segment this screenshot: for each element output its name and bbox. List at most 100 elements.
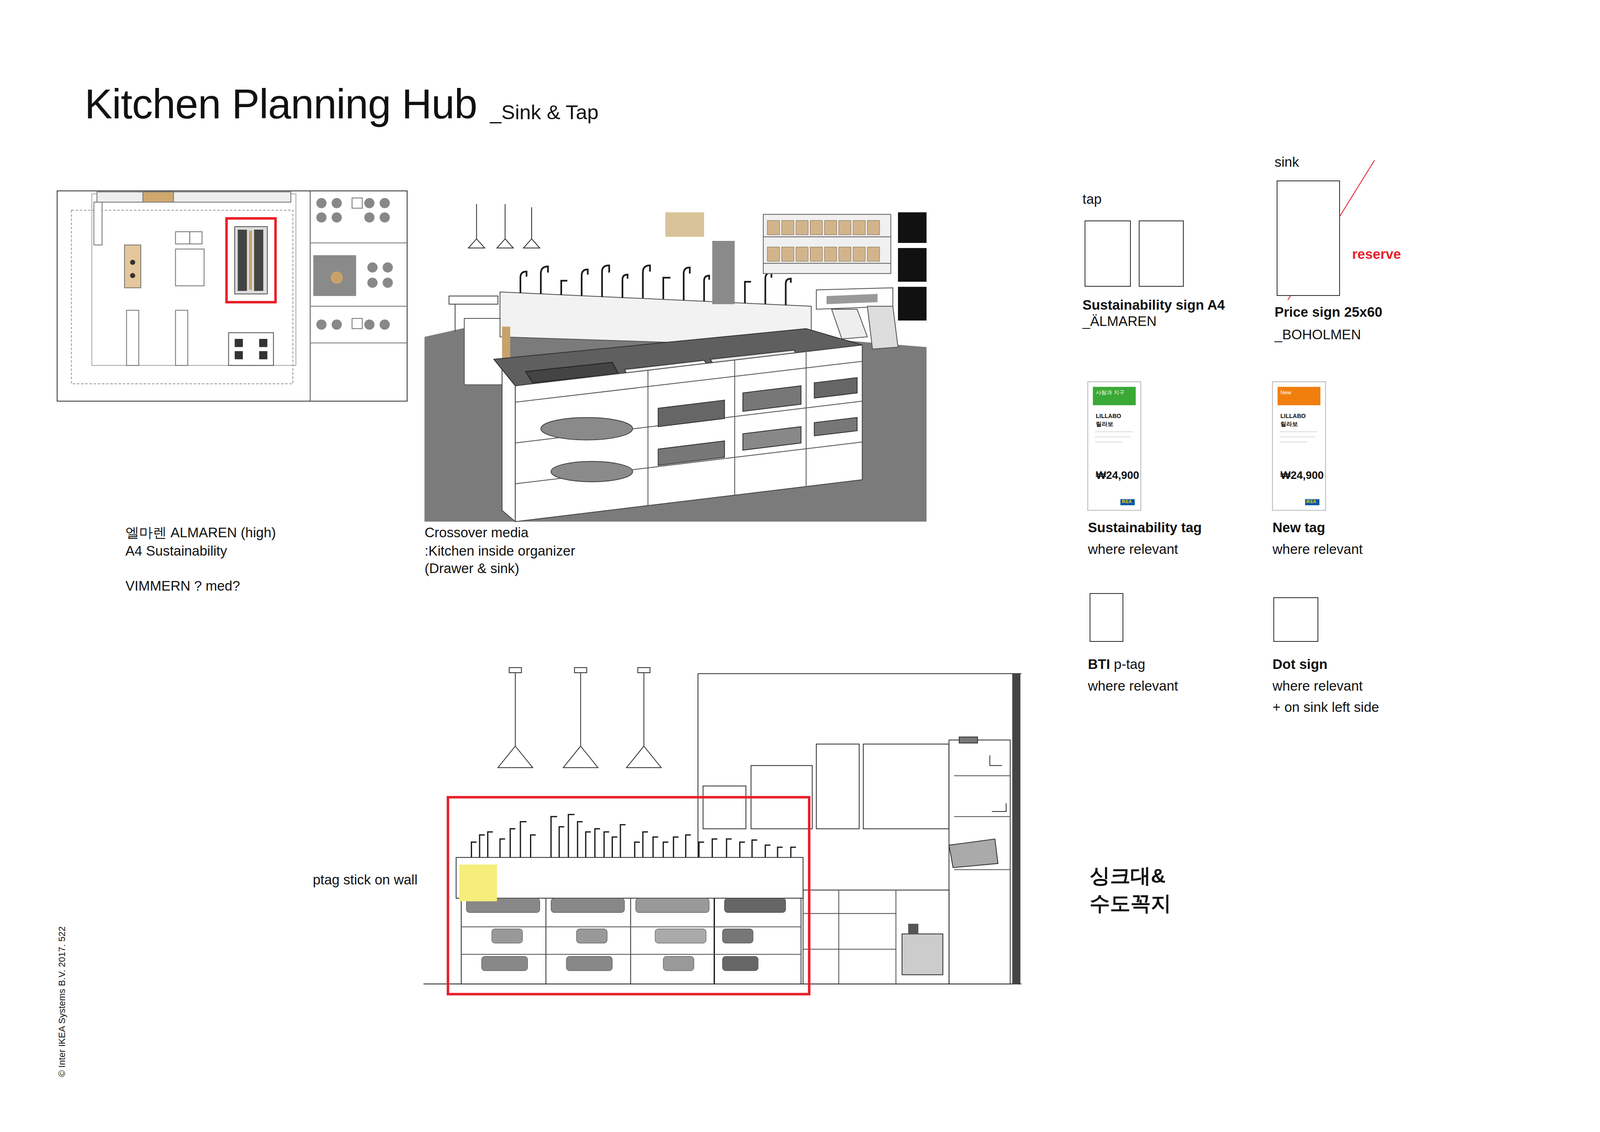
elevation-drawing xyxy=(620,824,626,858)
page-subtitle: _Sink & Tap xyxy=(490,102,599,123)
showroom-render xyxy=(824,247,837,262)
showroom-render xyxy=(468,238,485,248)
floor-plan xyxy=(367,277,378,288)
floor-plan xyxy=(331,212,342,223)
note-text: Crossover media xyxy=(424,524,529,541)
floor-plan xyxy=(316,212,327,223)
showroom-render xyxy=(647,370,649,505)
elevation-drawing xyxy=(461,897,802,984)
price-tag-picture xyxy=(1279,441,1308,443)
elevation-drawing xyxy=(637,667,650,673)
elevation-drawing xyxy=(990,755,1003,765)
elevation-drawing xyxy=(466,897,786,971)
caption-part: p-tag xyxy=(1110,656,1145,672)
showroom-render xyxy=(767,220,780,235)
showroom-render xyxy=(795,247,808,262)
note-text: (Drawer & sink) xyxy=(424,560,520,577)
elevation-drawing xyxy=(959,736,978,743)
showroom-render xyxy=(550,461,633,482)
showroom-render xyxy=(763,262,891,264)
elevation-drawing xyxy=(500,838,505,858)
showroom-render xyxy=(658,440,725,466)
elevation-drawing xyxy=(545,897,547,984)
elevation-drawing xyxy=(726,838,732,858)
showroom-render xyxy=(497,238,514,248)
floor-plan xyxy=(228,332,274,365)
tag-header-text: 사람과 지구 xyxy=(1095,389,1125,396)
tag-product-name: 릴라보 xyxy=(1095,420,1114,428)
tag-product-name: LILLABO xyxy=(1095,412,1122,420)
elevation-drawing xyxy=(510,828,516,858)
note-text: :Kitchen inside organizer xyxy=(424,542,575,560)
note-text: VIMMERN ? med? xyxy=(125,577,240,595)
slot-heading: sink xyxy=(1274,153,1300,171)
elevation-drawing xyxy=(576,928,608,943)
showroom-render xyxy=(742,385,802,412)
floor-plan xyxy=(226,218,276,303)
elevation-drawing xyxy=(626,745,662,768)
showroom-render xyxy=(838,220,851,235)
showroom-render xyxy=(897,247,927,282)
elevation-drawing xyxy=(642,831,648,858)
elevation-drawing xyxy=(1012,673,1021,984)
elevation-drawing xyxy=(802,890,949,984)
floor-plan xyxy=(331,197,342,208)
floor-plan xyxy=(382,277,393,288)
tag-header-text: New xyxy=(1280,389,1292,396)
showroom-render xyxy=(742,426,802,450)
elevation-drawing xyxy=(722,928,753,943)
floor-plan xyxy=(316,197,327,208)
elevation-drawing xyxy=(954,775,1011,776)
showroom-render xyxy=(767,220,880,262)
showroom-render xyxy=(581,269,588,297)
elevation-drawing xyxy=(461,953,802,955)
tag-price: ₩24,900 xyxy=(1280,468,1324,482)
elevation-drawing xyxy=(491,928,523,943)
showroom-render xyxy=(763,214,891,274)
showroom-render xyxy=(424,318,927,522)
showroom-render xyxy=(897,286,927,321)
sign-caption: New tag xyxy=(1272,519,1326,536)
sign-caption: Sustainability sign A4 xyxy=(1082,296,1225,314)
price-tag-picture xyxy=(1120,499,1135,506)
elevation-drawing xyxy=(471,814,796,858)
elevation-drawing xyxy=(954,815,1011,817)
section-label: 싱크대& 수도꼭지 xyxy=(1089,861,1180,917)
price-tag-picture xyxy=(1277,386,1321,405)
showroom-render xyxy=(852,247,865,262)
sign-caption: where relevant xyxy=(1087,540,1178,558)
showroom-render xyxy=(810,220,823,235)
showroom-render xyxy=(424,186,927,522)
showroom-render xyxy=(454,304,456,332)
elevation-drawing xyxy=(456,857,804,898)
elevation-drawing xyxy=(481,956,528,971)
showroom-render xyxy=(824,220,837,235)
showroom-render xyxy=(520,265,791,306)
sign-outline xyxy=(1138,220,1184,287)
sign-slot: BTI p-tagwhere relevant xyxy=(1087,592,1179,695)
elevation-drawing xyxy=(908,923,919,934)
floor-plan xyxy=(367,262,378,273)
sign-caption: _BOHOLMEN xyxy=(1274,326,1361,343)
ikea-logo: IKEA xyxy=(1121,498,1132,505)
floor-plan xyxy=(364,197,375,208)
showroom-render xyxy=(814,377,858,398)
elevation-drawing xyxy=(630,897,631,984)
floor-plan xyxy=(190,231,203,244)
floor-plan xyxy=(126,310,139,365)
showroom-render xyxy=(712,240,735,305)
floor-plan xyxy=(331,319,342,330)
showroom-render xyxy=(622,274,628,298)
floor-plan xyxy=(237,229,248,291)
elevation-drawing xyxy=(461,926,802,928)
elevation-drawing xyxy=(712,838,718,858)
sign-outline xyxy=(1276,180,1340,296)
floor-plan xyxy=(316,319,327,330)
elevation-drawing xyxy=(655,928,706,943)
floor-plan xyxy=(352,197,363,208)
elevation-drawing xyxy=(595,828,600,858)
showroom-render xyxy=(852,220,865,235)
elevation-drawing xyxy=(479,834,485,858)
showroom-render xyxy=(523,238,540,248)
